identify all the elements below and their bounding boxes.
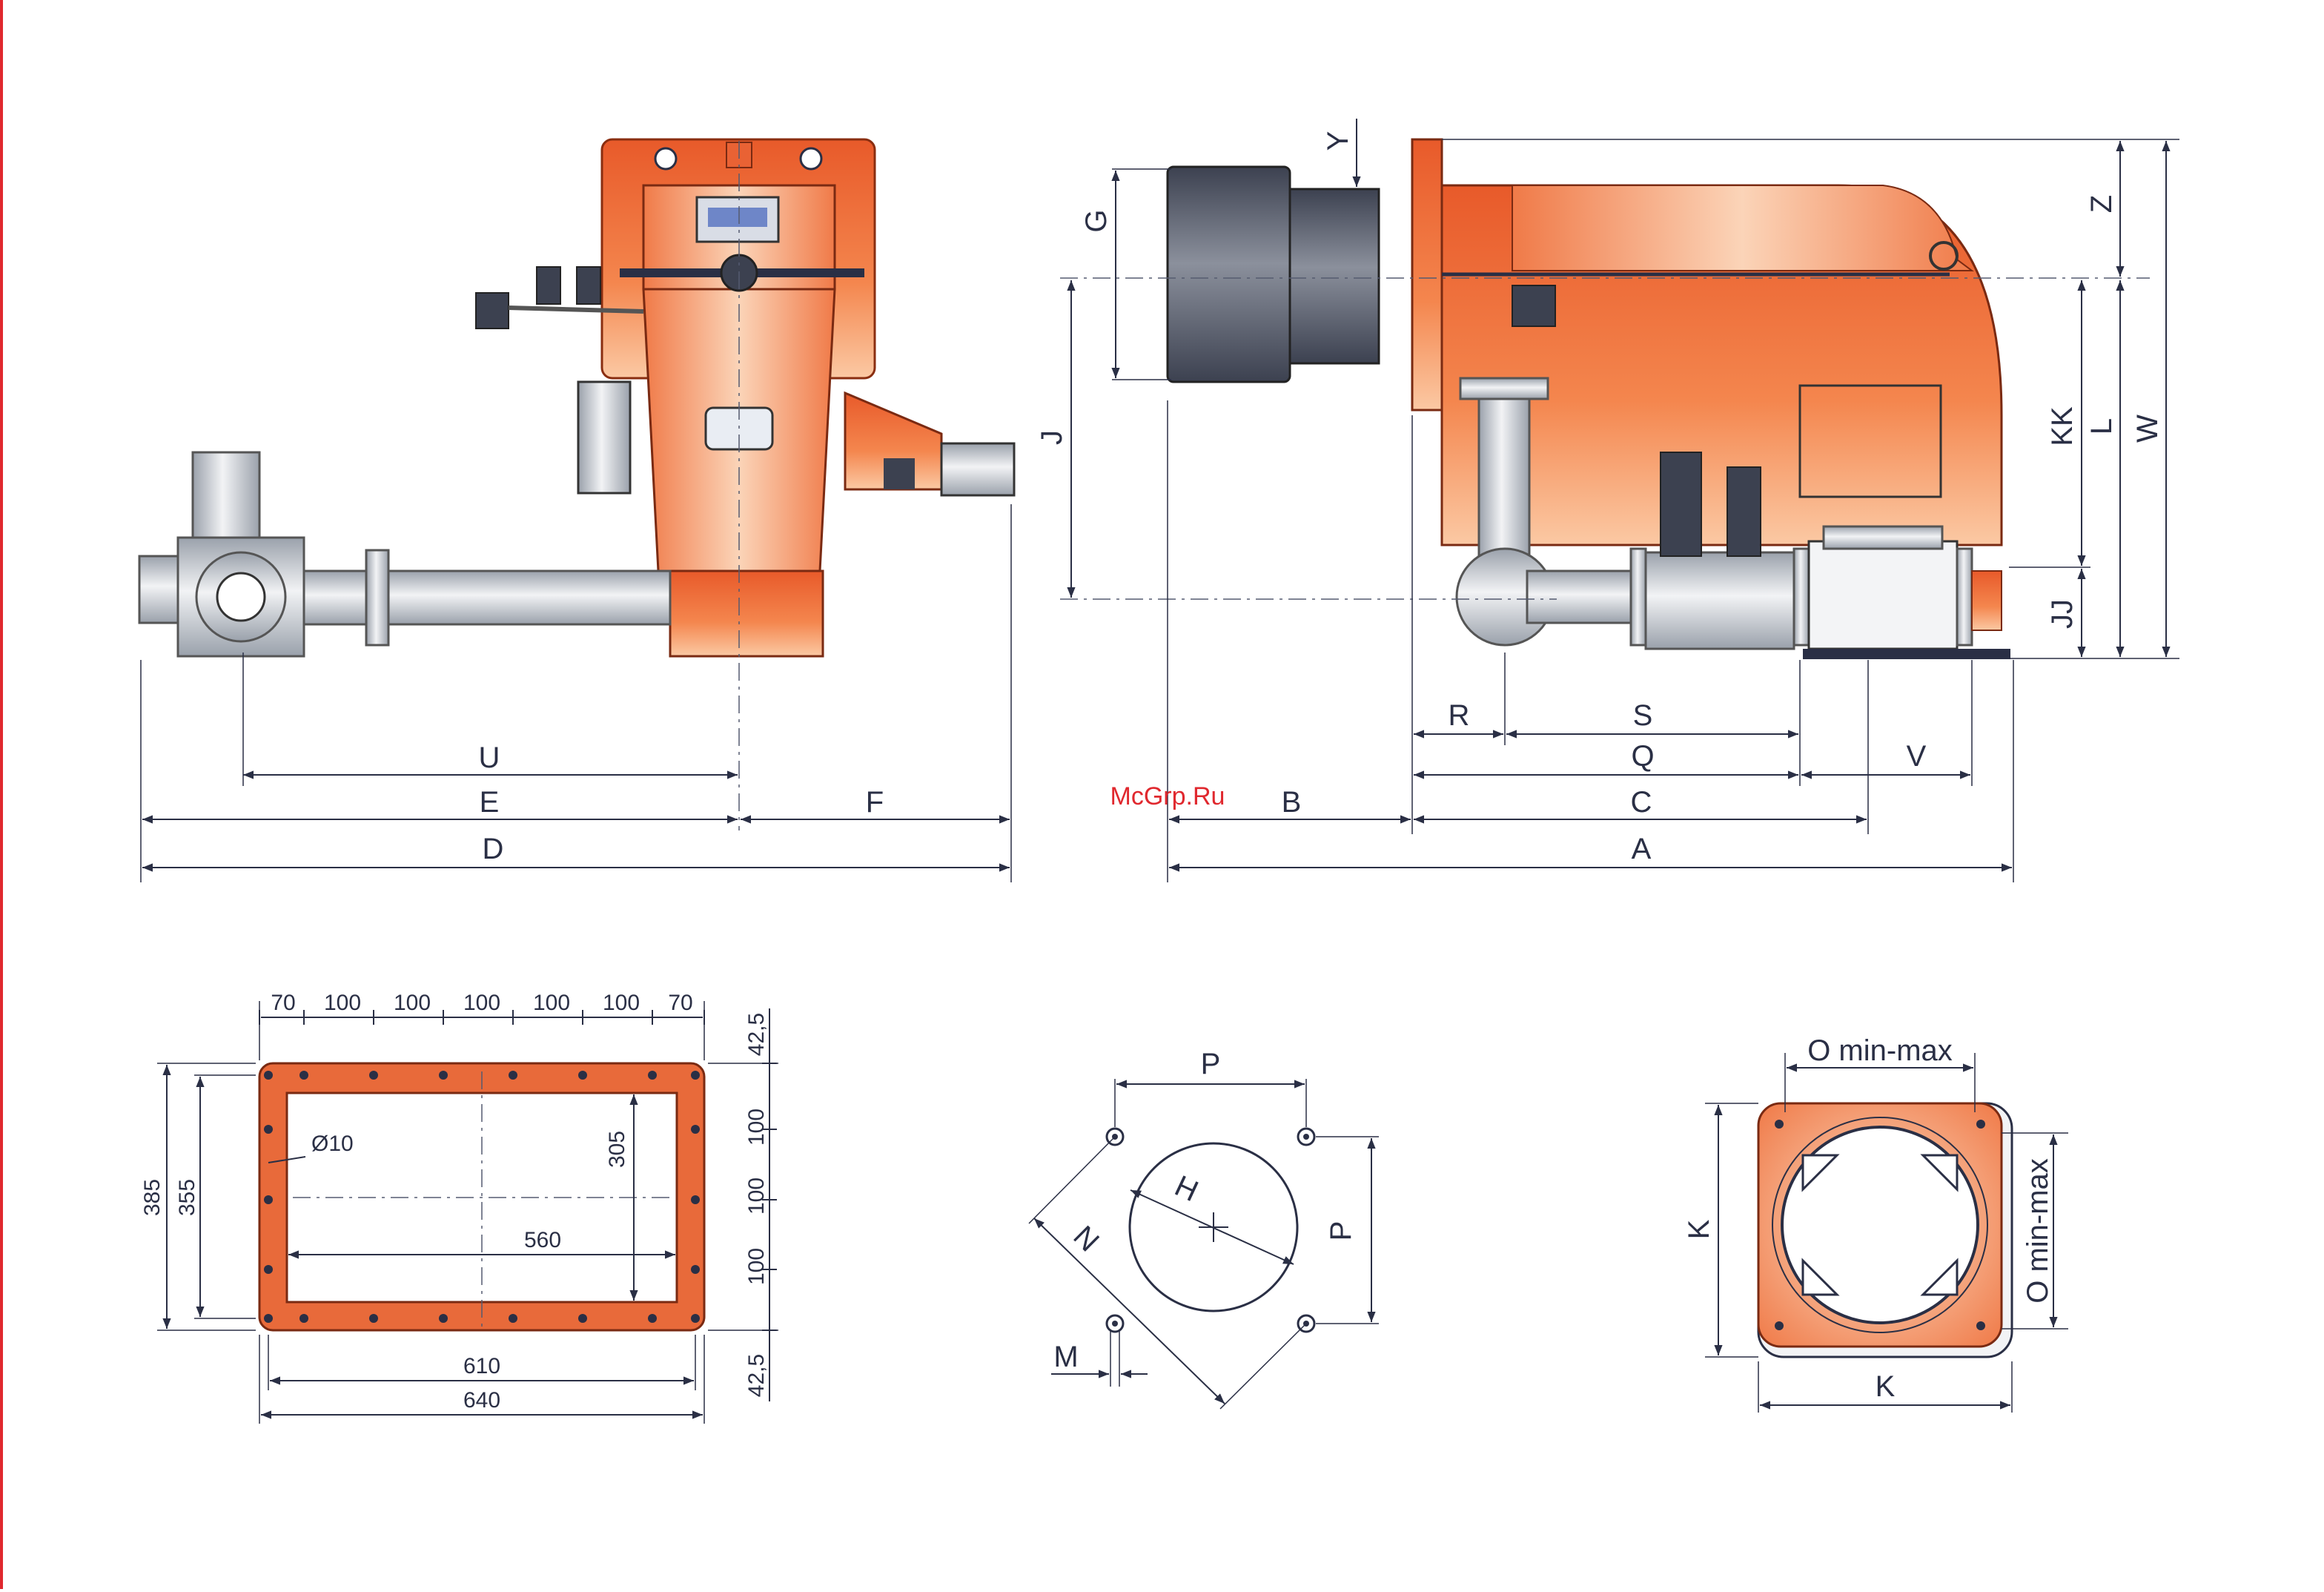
right-spacing-5: 42,5 bbox=[744, 1354, 769, 1397]
side-view bbox=[1060, 139, 2150, 659]
dim-label-d: D bbox=[483, 833, 504, 865]
flange-bolt-hole bbox=[691, 1125, 700, 1134]
dim-label-u: U bbox=[479, 741, 500, 774]
side-mounting-flange bbox=[1412, 139, 1442, 410]
flange-bolt-hole bbox=[299, 1314, 308, 1323]
dim-label-w: W bbox=[2131, 414, 2164, 443]
flange-bolt-hole bbox=[648, 1071, 657, 1080]
flange-bolt-hole bbox=[299, 1071, 308, 1080]
lifting-eye-left bbox=[655, 148, 676, 169]
gas-train-pipe bbox=[304, 571, 670, 624]
flange-bolt-hole bbox=[691, 1071, 700, 1080]
watermark-text: McGrp.Ru bbox=[1110, 782, 1225, 810]
blast-tube bbox=[1290, 189, 1379, 363]
dim-label-z: Z bbox=[2085, 195, 2118, 213]
dim-label-s: S bbox=[1633, 699, 1653, 732]
dim-label-y: Y bbox=[1322, 131, 1354, 151]
flange-bolt-hole bbox=[578, 1071, 587, 1080]
hole-pitch-width: 610 bbox=[463, 1354, 500, 1378]
flange-bolt-hole bbox=[691, 1265, 700, 1274]
flange-bolt-hole bbox=[264, 1265, 273, 1274]
dim-label-m: M bbox=[1053, 1341, 1078, 1373]
flange-bolt-hole bbox=[691, 1314, 700, 1323]
flange-bolt-hole bbox=[264, 1071, 273, 1080]
outer-width: 640 bbox=[463, 1388, 500, 1413]
dim-label-g: G bbox=[1080, 209, 1113, 232]
dim-label-l: L bbox=[2085, 418, 2118, 435]
dim-label-c: C bbox=[1631, 786, 1652, 819]
left-red-border bbox=[0, 0, 3, 1589]
pressure-switch-stack bbox=[193, 452, 259, 538]
dim-label-kk: KK bbox=[2046, 406, 2079, 446]
hole-diameter-label: Ø10 bbox=[311, 1132, 354, 1156]
dim-label-k-side: K bbox=[1683, 1219, 1715, 1239]
right-spacing-2: 100 bbox=[744, 1109, 769, 1146]
dim-label-q: Q bbox=[1631, 740, 1654, 773]
flange-bolt-hole bbox=[369, 1314, 378, 1323]
flange-bolt-hole bbox=[439, 1071, 448, 1080]
flange-bolt-hole bbox=[691, 1195, 700, 1204]
dim-label-k-bottom: K bbox=[1876, 1370, 1896, 1403]
dim-label-o-top: O min-max bbox=[1807, 1034, 1953, 1067]
dim-label-f: F bbox=[866, 786, 884, 819]
flange-bolt-hole bbox=[264, 1195, 273, 1204]
flange-bolt-hole bbox=[264, 1125, 273, 1134]
flange-bolt-hole bbox=[369, 1071, 378, 1080]
top-spacing-2: 100 bbox=[324, 991, 361, 1015]
left-motor bbox=[578, 382, 630, 493]
flange-bolt-hole bbox=[509, 1314, 517, 1323]
dim-label-n: N bbox=[1067, 1220, 1105, 1258]
dim-label-e: E bbox=[480, 786, 500, 819]
top-spacing-6: 100 bbox=[603, 991, 640, 1015]
inner-height: 355 bbox=[175, 1179, 199, 1216]
lifting-eye-right bbox=[801, 148, 821, 169]
flange-plate-drawing: 70 100 100 100 100 100 70 42,5 100 100 1… bbox=[140, 991, 778, 1424]
front-base-flange bbox=[670, 571, 823, 656]
top-spacing-7: 70 bbox=[668, 991, 692, 1015]
flange-bolt-hole bbox=[439, 1314, 448, 1323]
dim-label-p-top: P bbox=[1201, 1048, 1221, 1080]
dim-label-r: R bbox=[1449, 699, 1470, 732]
right-spacing-4: 100 bbox=[744, 1248, 769, 1285]
vertical-gas-pipe bbox=[1479, 397, 1529, 560]
dim-label-j: J bbox=[1036, 430, 1068, 445]
right-spacing-3: 100 bbox=[744, 1178, 769, 1215]
flange-bolt-hole bbox=[578, 1314, 587, 1323]
bolt-pattern-drawing: H P P N bbox=[1029, 1048, 1379, 1409]
inner-width: 560 bbox=[524, 1228, 561, 1252]
top-spacing-5: 100 bbox=[533, 991, 570, 1015]
dim-label-v: V bbox=[1907, 740, 1927, 773]
dim-label-p-side: P bbox=[1325, 1221, 1357, 1241]
right-spacing-1: 42,5 bbox=[744, 1013, 769, 1056]
right-actuator bbox=[941, 443, 1014, 495]
top-spacing-3: 100 bbox=[394, 991, 431, 1015]
flange-bolt-hole bbox=[264, 1314, 273, 1323]
gas-valve-group bbox=[1646, 552, 1794, 649]
dim-label-jj: JJ bbox=[2046, 599, 2079, 629]
dim-label-a: A bbox=[1632, 833, 1652, 865]
flange-bolt-hole bbox=[509, 1071, 517, 1080]
blast-tube-head bbox=[1168, 167, 1290, 382]
outer-height: 385 bbox=[140, 1179, 165, 1216]
front-view bbox=[139, 139, 1014, 830]
flange-bolt-hole bbox=[648, 1314, 657, 1323]
top-spacing-4: 100 bbox=[463, 991, 500, 1015]
gas-filter bbox=[1809, 541, 1957, 649]
dim-label-o-side: O min-max bbox=[2022, 1158, 2054, 1304]
boiler-plate-drawing: O min-max O min-max K K bbox=[1683, 1034, 2068, 1413]
inner-cut-height: 305 bbox=[605, 1131, 629, 1168]
dim-label-b: B bbox=[1282, 786, 1302, 819]
top-spacing-1: 70 bbox=[271, 991, 295, 1015]
